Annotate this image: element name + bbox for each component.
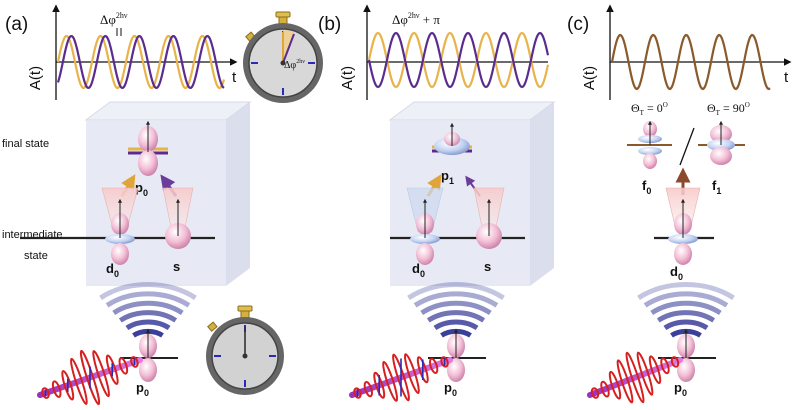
- intermediate-state-label-1: intermediate: [2, 229, 63, 241]
- panel-a: (a) A(t) t Δφ2hν Δφ2hν: [2, 4, 323, 406]
- orbital-label-f0: f0: [642, 178, 651, 196]
- x-axis-label-c: t: [784, 69, 789, 86]
- emission-waves-a: [99, 282, 197, 338]
- pulse-ring: [118, 357, 129, 375]
- panel-label-c: (c): [567, 14, 589, 35]
- emission-waves-b: [407, 282, 505, 338]
- orbital-label-d0-c: d0: [670, 264, 683, 282]
- pulse-ring: [648, 355, 662, 385]
- emission-arc: [656, 310, 716, 323]
- pulse-ring: [670, 356, 680, 368]
- y-axis-label-b: A(t): [339, 66, 356, 90]
- stopwatch-icon: [206, 305, 284, 395]
- emission-arc: [112, 300, 184, 316]
- orbital-label-p1-final-b: p1: [441, 168, 454, 186]
- theta-0-label: ΘT = 0O: [631, 101, 668, 117]
- pulse-ring: [363, 381, 373, 398]
- orbital-label-s-a: s: [173, 259, 180, 274]
- orbital-p0-ground-b: [428, 328, 486, 382]
- orbital-label-p0-ground-a: p0: [136, 380, 149, 398]
- emission-arc: [407, 282, 505, 300]
- x-axis-label-a: t: [232, 69, 237, 86]
- orbital-p0-ground-a: [120, 328, 178, 382]
- pulse-ring: [353, 387, 362, 399]
- orbital-s-b: [473, 187, 505, 249]
- emission-arc: [420, 300, 492, 316]
- emission-arc: [99, 282, 197, 300]
- pulse-ring: [105, 354, 119, 385]
- phase-label-a: Δφ2hν: [100, 11, 128, 27]
- pulse-ring: [600, 380, 610, 398]
- panel-label-b: (b): [318, 14, 341, 35]
- y-axis-label-a: A(t): [27, 66, 44, 90]
- stopwatch-icon: [243, 11, 323, 103]
- orbital-f1-c: [698, 120, 745, 165]
- pulse-ring: [373, 371, 386, 399]
- pulse-ring: [61, 370, 75, 401]
- pulse-ring: [70, 357, 88, 405]
- laser-pulse-c: [587, 351, 683, 404]
- pulse-ring: [636, 351, 654, 396]
- pulse-ring: [392, 353, 410, 402]
- final-state-label: final state: [2, 138, 49, 150]
- emission-arc: [643, 291, 729, 308]
- emission-arc: [118, 310, 178, 323]
- emission-arc: [663, 319, 709, 331]
- orbital-p0-final-a: [128, 120, 168, 176]
- wave-brown-c: [610, 33, 771, 91]
- orbital-label-p0-final-a: p0: [135, 180, 148, 198]
- pulse-ring: [51, 380, 62, 398]
- orbital-label-p0-ground-b: p0: [444, 380, 457, 398]
- panel-b: (b) A(t) Δφ2hν + π p1: [318, 4, 556, 402]
- theta-90-label: ΘT = 90O: [707, 101, 750, 117]
- pulse-ring: [440, 356, 449, 368]
- emission-arc: [637, 282, 735, 300]
- clock-phase-label: Δφ2hν: [284, 59, 305, 71]
- laser-pulse-a: [37, 349, 143, 406]
- pulse-ring: [660, 357, 670, 375]
- emission-arc: [433, 319, 479, 331]
- orbital-d0-b: [390, 187, 525, 265]
- pulse-ring: [416, 356, 429, 384]
- emission-arc: [105, 291, 191, 308]
- y-axis-label-c: A(t): [581, 66, 598, 90]
- pulse-ring: [41, 387, 50, 399]
- orbital-d0-c: [654, 187, 714, 265]
- pulse-ring: [429, 357, 439, 374]
- pulse-ring: [608, 370, 622, 400]
- pulse-ring: [403, 353, 420, 395]
- pulse-ring: [382, 360, 399, 402]
- orbital-label-p0-ground-c: p0: [674, 380, 687, 398]
- orbital-d0-a: [20, 187, 215, 265]
- orbital-p1-final-b: [432, 122, 472, 155]
- laser-pulse-b: [349, 353, 453, 402]
- emission-arc: [650, 300, 722, 316]
- orbital-label-d0-a: d0: [106, 261, 119, 279]
- intermediate-state-label-2: state: [24, 250, 48, 262]
- pulse-ring: [625, 351, 645, 404]
- pulse-ring: [130, 356, 139, 368]
- emission-arc: [125, 319, 171, 331]
- orbital-f0-c: [627, 120, 672, 169]
- pulse-ring: [616, 359, 634, 404]
- phase-label-b: Δφ2hν + π: [392, 11, 440, 27]
- orbital-s-a: [162, 187, 194, 249]
- pulse-ring: [590, 387, 600, 399]
- emission-waves-c: [637, 282, 735, 338]
- wave-purple-b: [367, 31, 550, 89]
- emission-arc: [413, 291, 499, 308]
- pulse-ring: [79, 349, 101, 406]
- laser-beam: [587, 357, 683, 398]
- orbital-label-s-b: s: [484, 259, 491, 274]
- emission-arc: [426, 310, 486, 323]
- wave-purple-a: [56, 34, 225, 90]
- orbital-label-d0-b: d0: [412, 261, 425, 279]
- separator-slash: [679, 127, 695, 166]
- orbital-label-f1: f1: [712, 178, 721, 196]
- orbital-p0-ground-c: [658, 328, 716, 382]
- panel-label-a: (a): [5, 14, 28, 35]
- panel-c: (c) A(t) t ΘT = 0O ΘT = 90O f0 f1: [567, 4, 792, 404]
- pulse-ring: [92, 350, 110, 398]
